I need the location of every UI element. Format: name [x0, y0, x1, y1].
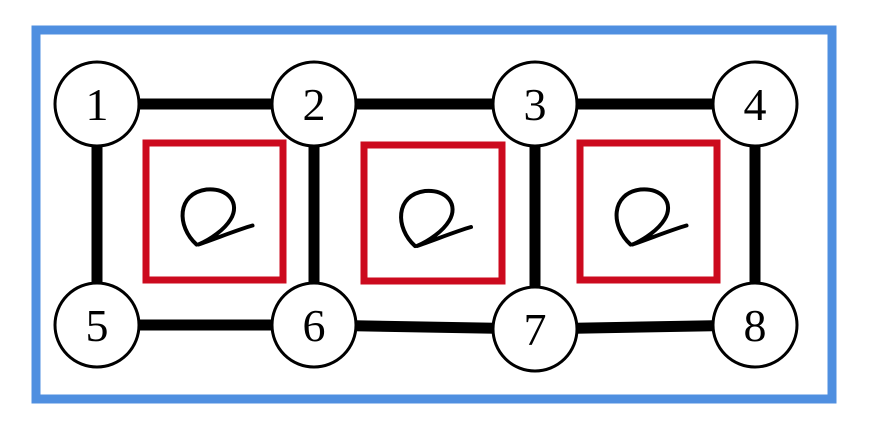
plaquettes-layer — [142, 139, 721, 285]
plaquette-right — [576, 139, 721, 284]
node-circle — [491, 60, 579, 148]
plaquette-middle — [360, 141, 506, 285]
node-circle — [53, 281, 141, 369]
node-1: 1 — [53, 60, 141, 148]
node-circle — [711, 60, 799, 148]
plaquette-box — [360, 141, 506, 285]
node-circle — [491, 285, 579, 373]
node-label: 3 — [524, 79, 547, 130]
node-label: 4 — [744, 79, 767, 130]
node-7: 7 — [491, 285, 579, 373]
node-8: 8 — [711, 281, 799, 369]
node-label: 2 — [303, 79, 326, 130]
node-circle — [270, 60, 358, 148]
node-3: 3 — [491, 60, 579, 148]
node-2: 2 — [270, 60, 358, 148]
node-circle — [53, 60, 141, 148]
edges-layer — [91, 98, 761, 335]
node-5: 5 — [53, 281, 141, 369]
omega-loop-icon — [614, 187, 689, 247]
node-label: 8 — [744, 300, 767, 351]
plaquette-left — [142, 139, 287, 284]
node-circle — [711, 281, 799, 369]
node-label: 6 — [303, 300, 326, 351]
plaquette-box — [142, 139, 287, 284]
omega-loop-icon — [180, 187, 255, 247]
node-4: 4 — [711, 60, 799, 148]
plaquette-box — [576, 139, 721, 284]
node-6: 6 — [270, 281, 358, 369]
node-label: 7 — [524, 304, 547, 355]
node-circle — [270, 281, 358, 369]
node-label: 5 — [86, 300, 109, 351]
nodes-layer: 1 2 3 4 5 6 7 8 — [53, 60, 799, 373]
outer-frame — [31, 25, 837, 404]
omega-loop-icon — [399, 188, 473, 248]
node-label: 1 — [86, 79, 109, 130]
